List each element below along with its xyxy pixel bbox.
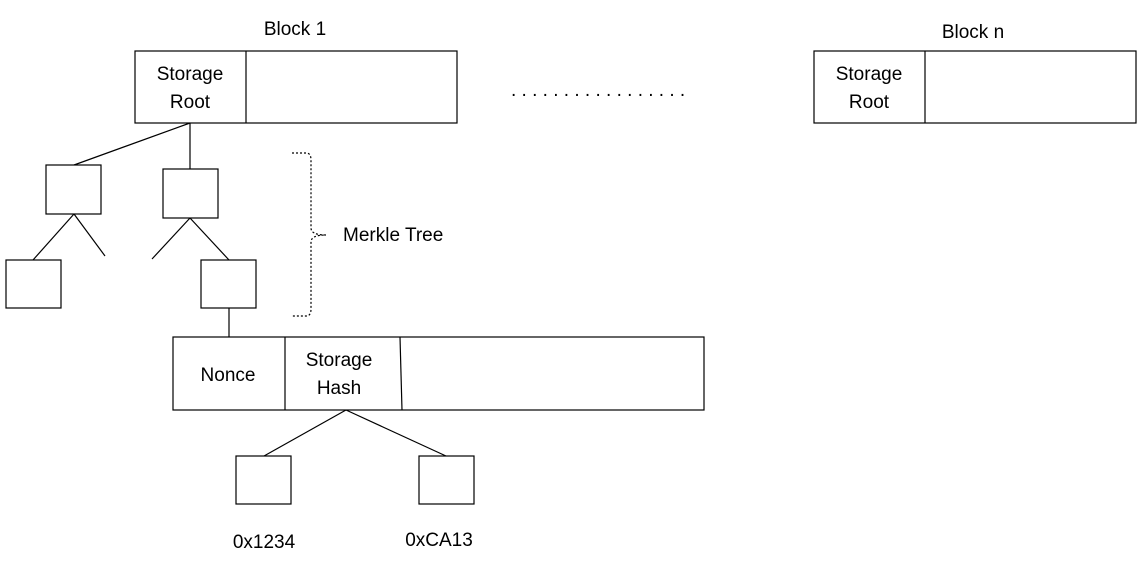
blocks-ellipsis: . . . . . . . . . . . . . . . . . bbox=[511, 80, 685, 101]
tree-edge-right-rr bbox=[189, 217, 230, 261]
tree-node-right bbox=[162, 168, 219, 219]
block-1-box bbox=[134, 50, 458, 124]
block-n-storage-root-line2: Root bbox=[849, 92, 890, 113]
block-1-storage-root-line1: Storage bbox=[157, 64, 224, 85]
account-nonce: Nonce bbox=[201, 365, 256, 386]
account-storage-hash-line1: Storage bbox=[306, 350, 373, 371]
tree-edge-left-lr bbox=[73, 213, 106, 257]
tree-node-right-leaf bbox=[200, 259, 257, 309]
tree-node-left bbox=[45, 164, 102, 215]
storage-edge-left bbox=[263, 409, 347, 457]
merkle-tree-label: Merkle Tree bbox=[343, 225, 443, 246]
account-storage-hash-line2: Hash bbox=[317, 378, 361, 399]
block-1-title: Block 1 bbox=[264, 19, 326, 40]
tree-edge-root-left bbox=[73, 122, 191, 166]
storage-node-left bbox=[235, 455, 292, 505]
merkle-brace bbox=[292, 152, 327, 317]
storage-key-right: 0xCA13 bbox=[405, 530, 473, 551]
block-n-box bbox=[813, 50, 1137, 124]
storage-key-left: 0x1234 bbox=[233, 532, 296, 553]
storage-node-right bbox=[418, 455, 475, 505]
account-box bbox=[172, 336, 705, 411]
block-1-storage-root-line2: Root bbox=[170, 92, 211, 113]
tree-edge-right-rl bbox=[151, 217, 191, 260]
block-n-storage-root-line1: Storage bbox=[836, 64, 903, 85]
tree-edge-left-ll bbox=[32, 213, 75, 261]
storage-edge-right bbox=[345, 409, 447, 457]
account-divider-2 bbox=[399, 336, 403, 411]
block-n-title: Block n bbox=[942, 22, 1004, 43]
tree-node-left-leaf bbox=[5, 259, 62, 309]
